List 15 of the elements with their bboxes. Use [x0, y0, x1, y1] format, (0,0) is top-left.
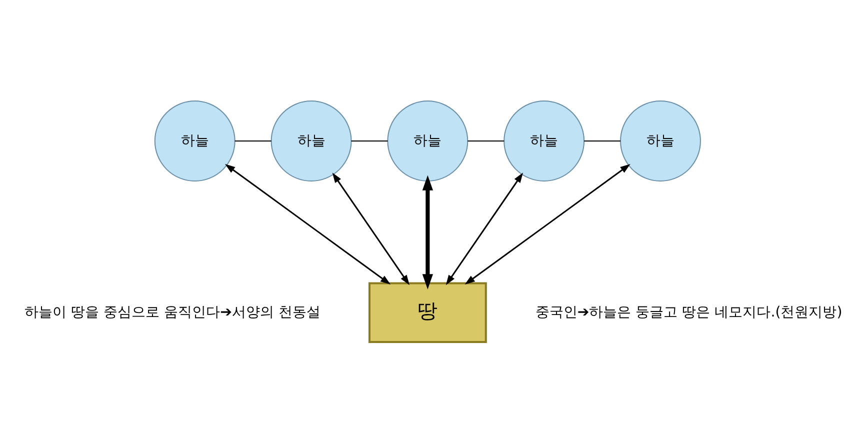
connector: [234, 140, 272, 142]
label: 하늘이 땅을 중심으로 움직인다➔서양의 천동설: [24, 304, 321, 320]
arrow: [332, 172, 410, 285]
arrow: [422, 174, 434, 289]
arrow: [464, 163, 630, 284]
label: 중국인➔하늘은 둥글고 땅은 네모지다.(천원지방): [535, 304, 842, 320]
arrow: [224, 163, 391, 284]
connector: [468, 140, 504, 142]
node-circle: 하늘: [270, 100, 352, 182]
arrow: [446, 172, 524, 285]
node-circle: 하늘: [387, 100, 468, 182]
connector: [351, 140, 388, 142]
node-circle: 하늘: [504, 100, 585, 182]
node-box: 땅: [368, 282, 487, 342]
connector: [584, 140, 620, 142]
